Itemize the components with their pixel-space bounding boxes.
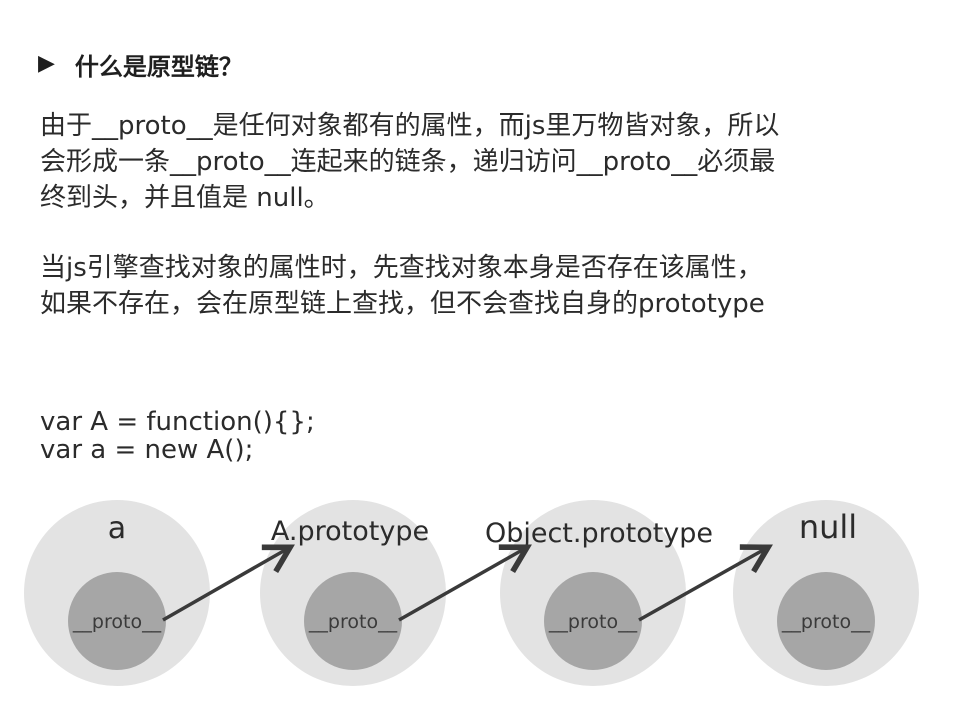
node-label: Object.prototype <box>485 518 713 549</box>
paragraph-prototype-chain-definition: 由于__proto__是任何对象都有的属性，而js里万物皆对象，所以 会形成一条… <box>40 108 779 216</box>
arrow-a-to-a-prototype <box>162 544 295 622</box>
code-line: var a = new A(); <box>40 435 254 465</box>
arrow-object-prototype-to-null <box>638 544 773 622</box>
node-label: A.prototype <box>271 516 429 547</box>
paragraph-line: 终到头，并且值是 null。 <box>40 183 330 213</box>
paragraph-line: 会形成一条__proto__连起来的链条，递归访问__proto__必须最 <box>40 147 776 177</box>
section-heading: ▶ 什么是原型链？ <box>38 44 243 84</box>
inner-circle <box>68 572 166 670</box>
inner-circle <box>777 572 875 670</box>
code-snippet: var A = function(){}; var a = new A(); <box>40 408 315 464</box>
triangle-right-icon: ▶ <box>38 51 55 76</box>
chain-node-a: a __proto__ <box>24 500 210 686</box>
inner-circle <box>544 572 642 670</box>
chain-node-object-prototype: Object.prototype __proto__ <box>485 500 713 686</box>
paragraph-line: 由于__proto__是任何对象都有的属性，而js里万物皆对象，所以 <box>40 111 780 141</box>
prototype-chain-diagram: a __proto__ A.prototype __proto__ Object… <box>24 500 919 686</box>
proto-label: __proto__ <box>308 611 398 633</box>
chain-node-null: null __proto__ <box>733 500 919 686</box>
paragraph-line: 如果不存在，会在原型链上查找，但不会查找自身的prototype <box>40 289 765 319</box>
chain-node-a-prototype: A.prototype __proto__ <box>260 500 446 686</box>
node-label: a <box>108 511 126 546</box>
proto-label: __proto__ <box>548 611 638 633</box>
paragraph-line: 当js引擎查找对象的属性时，先查找对象本身是否存在该属性， <box>40 253 763 283</box>
heading-title: 什么是原型链？ <box>74 52 243 81</box>
code-line: var A = function(){}; <box>40 407 315 437</box>
node-label: null <box>799 508 857 546</box>
proto-label: __proto__ <box>72 611 162 633</box>
inner-circle <box>304 572 402 670</box>
proto-label: __proto__ <box>781 611 871 633</box>
paragraph-property-lookup: 当js引擎查找对象的属性时，先查找对象本身是否存在该属性， 如果不存在，会在原型… <box>40 250 765 322</box>
arrow-a-prototype-to-object-prototype <box>398 544 532 622</box>
